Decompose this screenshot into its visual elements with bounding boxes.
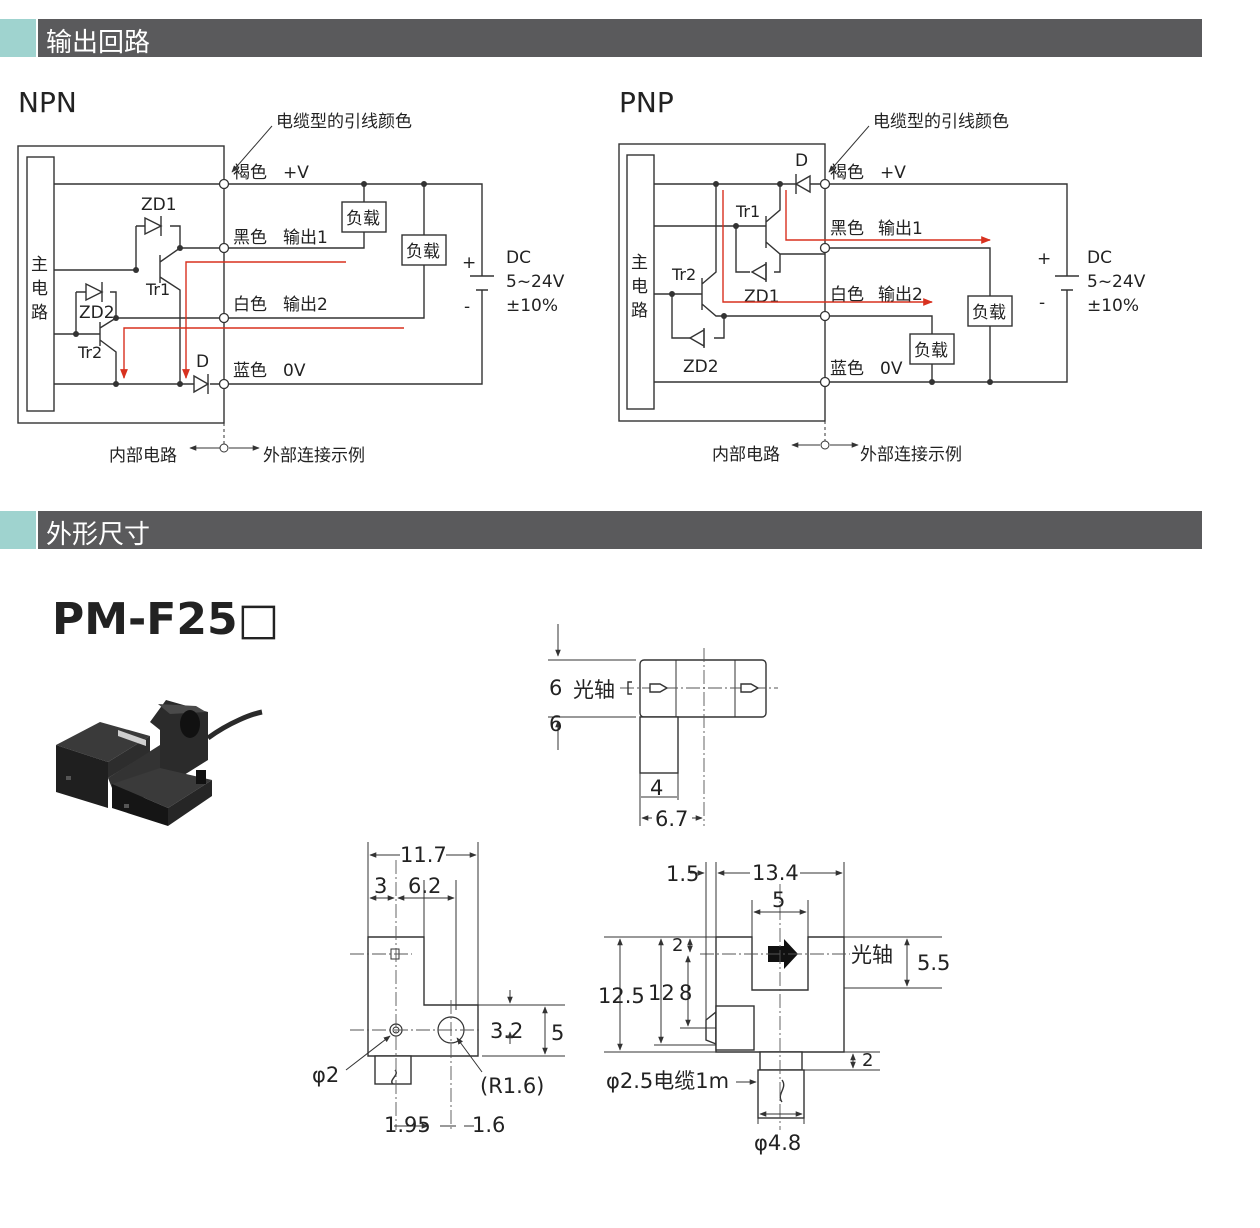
diode-label: D bbox=[795, 151, 808, 171]
svg-text:±10%: ±10% bbox=[1087, 296, 1139, 316]
section-title: 输出回路 bbox=[46, 28, 151, 58]
supply-range: 5~24V bbox=[506, 272, 565, 292]
load-2: 负载 bbox=[914, 341, 948, 361]
main-circuit-box bbox=[26, 156, 55, 412]
tr1-label: Tr1 bbox=[735, 202, 760, 221]
dim-11-7: 11.7 bbox=[400, 843, 447, 867]
tr2-label: Tr2 bbox=[77, 343, 102, 362]
dim-6a: 6 bbox=[549, 676, 562, 700]
side-view: 1.5 13.4 5 12.5 12 8 2 光轴 5.5 2 φ2.5电缆1m… bbox=[598, 861, 950, 1155]
dim-6-2: 6.2 bbox=[408, 874, 441, 898]
zd1-label: ZD1 bbox=[744, 287, 780, 307]
dim-5-5: 5.5 bbox=[917, 951, 950, 975]
optical-axis-label: 光轴 bbox=[573, 678, 615, 702]
svg-text:蓝色: 蓝色 bbox=[830, 359, 864, 379]
main-circuit-label: 主 bbox=[31, 255, 48, 275]
supply-minus: - bbox=[464, 297, 470, 317]
dim-8: 8 bbox=[679, 981, 692, 1005]
diode-label: D bbox=[196, 352, 209, 372]
pnp-circuit: PNP 电缆型的引线颜色 主 电 路 D Tr1 ZD1 Tr2 ZD2 褐色 bbox=[618, 86, 1146, 465]
internal-label: 内部电路 bbox=[109, 446, 177, 466]
svg-text:+V: +V bbox=[880, 163, 906, 183]
main-circuit-box bbox=[626, 154, 655, 410]
dim-13-4: 13.4 bbox=[752, 861, 799, 885]
svg-text:输出1: 输出1 bbox=[878, 219, 923, 239]
cable-note: 电缆型的引线颜色 bbox=[873, 112, 1009, 132]
load-1: 负载 bbox=[972, 303, 1006, 323]
internal-box bbox=[618, 143, 826, 422]
dim-1-5: 1.5 bbox=[666, 862, 699, 886]
svg-text:0V: 0V bbox=[283, 361, 306, 381]
dim-5-side: 5 bbox=[772, 888, 785, 912]
dim-1-6: 1.6 bbox=[472, 1113, 505, 1137]
svg-text:输出2: 输出2 bbox=[878, 285, 923, 305]
dim-6-7: 6.7 bbox=[655, 807, 688, 831]
tr1-label: Tr1 bbox=[145, 280, 170, 299]
load-2: 负载 bbox=[406, 242, 440, 262]
section-header-dimensions: 外形尺寸 bbox=[0, 511, 1202, 550]
dim-3: 3 bbox=[374, 874, 387, 898]
optical-axis-side: 光轴 bbox=[851, 943, 893, 967]
dim-r1-6: (R1.6) bbox=[480, 1074, 544, 1098]
section-title: 外形尺寸 bbox=[46, 520, 151, 550]
dim-1-95: 1.95 bbox=[384, 1113, 431, 1137]
svg-text:路: 路 bbox=[631, 301, 648, 321]
svg-text:主: 主 bbox=[631, 253, 648, 273]
svg-text:电: 电 bbox=[631, 277, 648, 297]
load-1: 负载 bbox=[346, 209, 380, 229]
npn-circuit: NPN 电缆型的引线颜色 主 电 路 ZD1 Tr1 ZD2 Tr2 D bbox=[17, 86, 565, 466]
supply-tol: ±10% bbox=[506, 296, 558, 316]
section-header-output-circuit: 输出回路 bbox=[0, 19, 1202, 58]
top-view: 6 光轴 6 4 6.7 bbox=[548, 624, 778, 831]
svg-text:外部连接示例: 外部连接示例 bbox=[860, 445, 962, 465]
cable-note: 电缆型的引线颜色 bbox=[276, 112, 412, 132]
dim-12: 12 bbox=[648, 981, 675, 1005]
dim-phi2: φ2 bbox=[312, 1063, 339, 1087]
wire-brown: 褐色 bbox=[233, 163, 267, 183]
dim-2-bottom: 2 bbox=[862, 1050, 873, 1071]
pnp-title: PNP bbox=[619, 86, 674, 119]
zd2-label: ZD2 bbox=[79, 303, 115, 323]
svg-text:输出2: 输出2 bbox=[283, 295, 328, 315]
zd1-label: ZD1 bbox=[141, 195, 177, 215]
dim-6b: 6 bbox=[549, 712, 562, 736]
svg-text:输出1: 输出1 bbox=[283, 228, 328, 248]
svg-text:+V: +V bbox=[283, 163, 309, 183]
dim-3-2: 3.2 bbox=[490, 1019, 523, 1043]
dim-5: 5 bbox=[551, 1021, 564, 1045]
supply-plus: + bbox=[462, 253, 476, 273]
dim-12-5: 12.5 bbox=[598, 984, 645, 1008]
svg-text:电: 电 bbox=[31, 279, 48, 299]
svg-text:5~24V: 5~24V bbox=[1087, 272, 1146, 292]
dim-2-top: 2 bbox=[672, 935, 683, 956]
wire-blue: 蓝色 bbox=[233, 361, 267, 381]
external-label: 外部连接示例 bbox=[263, 446, 365, 466]
svg-text:内部电路: 内部电路 bbox=[712, 445, 780, 465]
svg-text:褐色: 褐色 bbox=[830, 163, 864, 183]
dim-4: 4 bbox=[650, 776, 663, 800]
internal-box bbox=[17, 145, 225, 424]
svg-text:-: - bbox=[1039, 293, 1045, 313]
svg-text:黑色: 黑色 bbox=[830, 219, 864, 239]
svg-text:0V: 0V bbox=[880, 359, 903, 379]
tr2-label: Tr2 bbox=[671, 265, 696, 284]
front-view: 11.7 3 6.2 3.2 5 φ2 (R1.6) 1.95 1.6 bbox=[312, 842, 565, 1137]
svg-text:路: 路 bbox=[31, 303, 48, 323]
product-photo bbox=[56, 700, 263, 826]
supply-dc: DC bbox=[506, 248, 531, 268]
wire-white: 白色 bbox=[233, 295, 267, 315]
npn-title: NPN bbox=[18, 86, 77, 119]
zd2-label: ZD2 bbox=[683, 357, 719, 377]
svg-text:+: + bbox=[1037, 249, 1051, 269]
cable-label: φ2.5电缆1m bbox=[606, 1069, 729, 1093]
model-name: PM-F25□ bbox=[52, 594, 279, 645]
svg-text:DC: DC bbox=[1087, 248, 1112, 268]
svg-text:白色: 白色 bbox=[830, 285, 864, 305]
dim-phi4-8: φ4.8 bbox=[754, 1131, 801, 1155]
wire-black: 黑色 bbox=[233, 228, 267, 248]
